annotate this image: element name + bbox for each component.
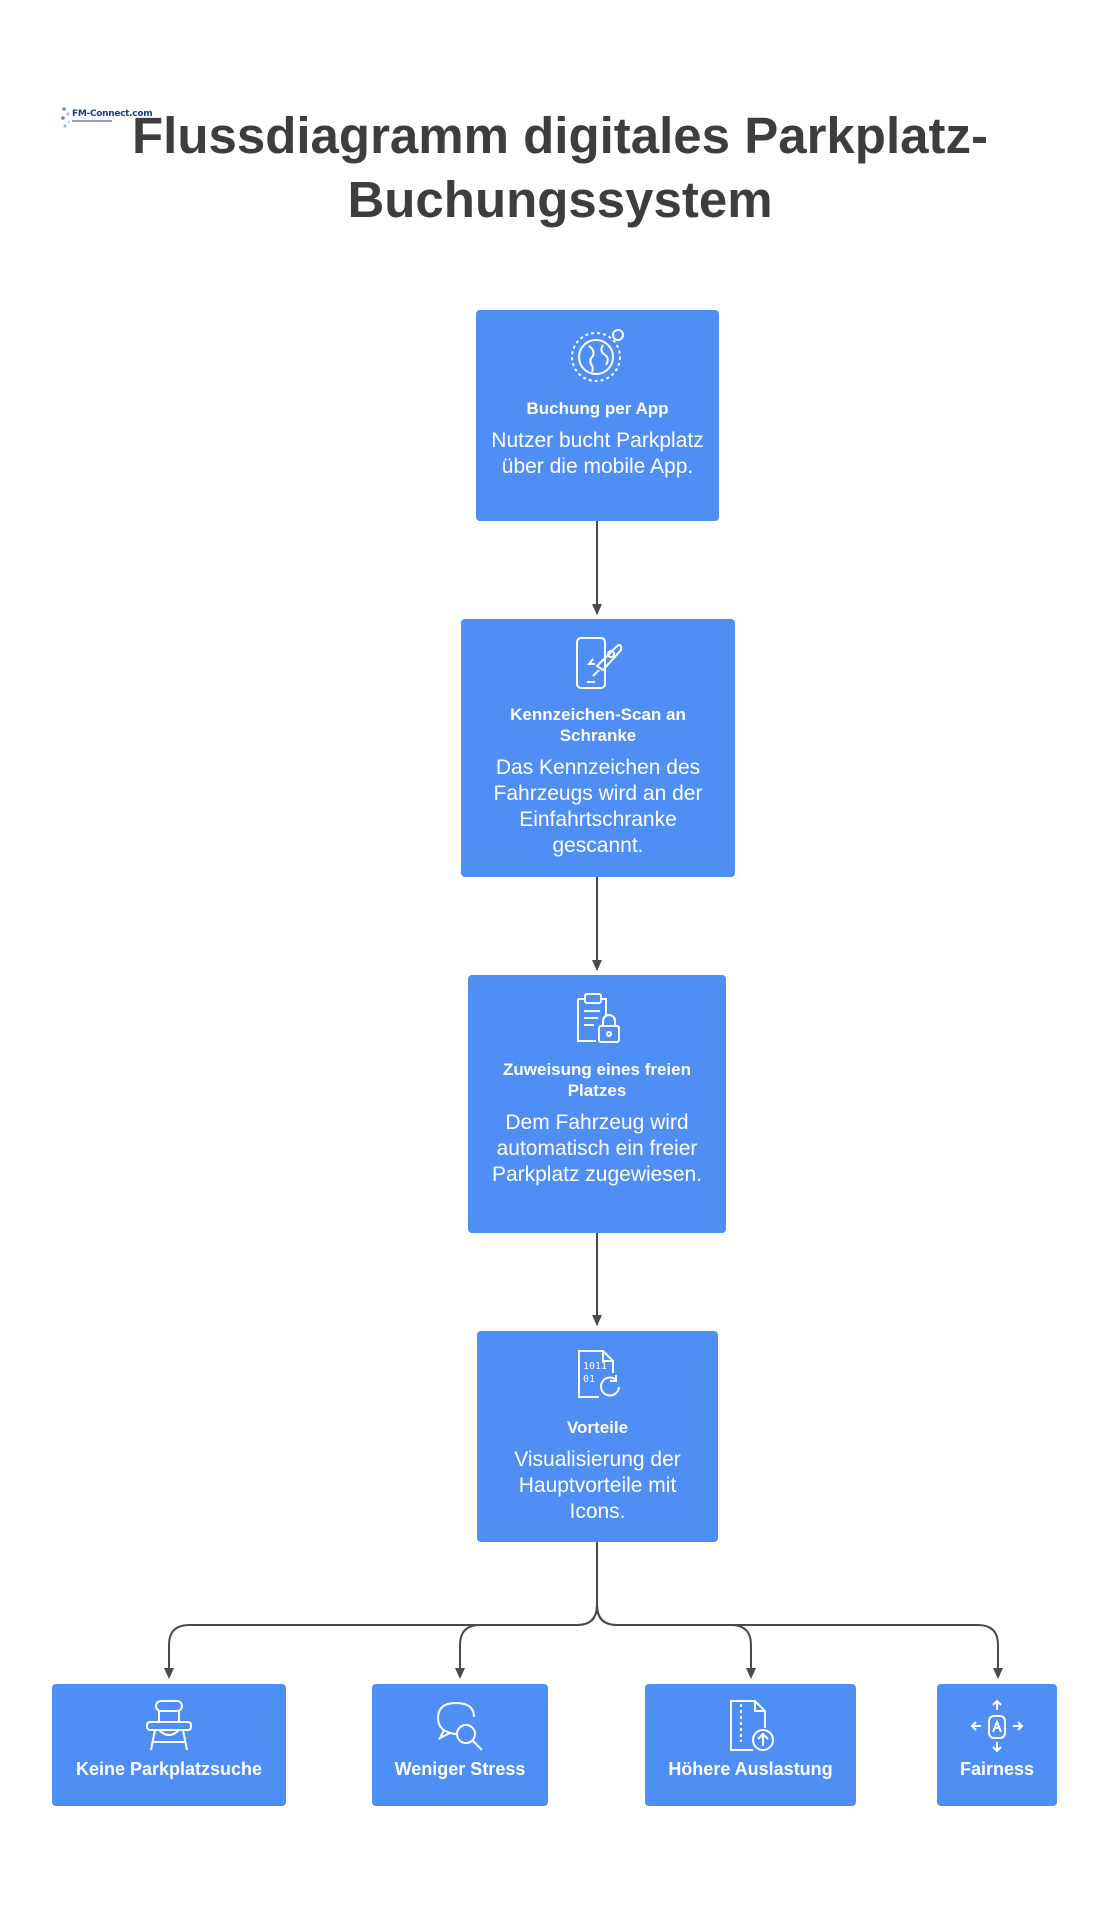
benefit-fairness[interactable]: Fairness	[937, 1684, 1057, 1806]
smartphone-rocket-icon	[576, 637, 623, 689]
move-arrows-icon	[970, 1699, 1024, 1753]
benefit-title: Fairness	[959, 1759, 1035, 1779]
logo-mark-icon	[61, 107, 71, 128]
highchair-icon	[146, 1700, 192, 1751]
step-title: Vorteile	[566, 1418, 629, 1437]
connector-4-benefit-2	[459, 1604, 598, 1670]
step-title: Kennzeichen-Scan an Schranke	[510, 705, 686, 745]
binary-file-refresh-icon: 1011 01	[577, 1350, 620, 1398]
benefit-higher-utilization[interactable]: Höhere Auslastung	[645, 1684, 856, 1806]
connector-4-benefit-1	[168, 1542, 598, 1670]
logo-text: FM-Connect.com	[72, 109, 153, 119]
step-booking-app[interactable]: Buchung per App Nutzer bucht Parkplatz ü…	[476, 310, 719, 521]
step-plate-scan[interactable]: Kennzeichen-Scan an Schranke Das Kennzei…	[461, 619, 735, 877]
step-assign-spot[interactable]: Zuweisung eines freien Platzes Dem Fahrz…	[468, 975, 726, 1233]
benefit-title: Weniger Stress	[394, 1759, 526, 1779]
step-title: Zuweisung eines freien Platzes	[503, 1060, 691, 1100]
step-benefits[interactable]: 1011 01 Vorteile Visualisierung der Haup…	[477, 1331, 718, 1542]
step-description: Visualisierung der Hauptvorteile mit Ico…	[514, 1448, 681, 1523]
page-title-line-1: Flussdiagramm digitales Parkplatz-	[132, 107, 988, 164]
page-title: Flussdiagramm digitales Parkplatz- Buchu…	[100, 104, 1020, 232]
step-title: Buchung per App	[526, 399, 669, 418]
svg-text:1011: 1011	[583, 1361, 607, 1372]
connector-4-benefit-3	[596, 1604, 752, 1670]
logo-tagline-line	[72, 120, 112, 122]
benefit-less-stress[interactable]: Weniger Stress	[372, 1684, 548, 1806]
benefit-no-search[interactable]: Keine Parkplatzsuche	[52, 1684, 286, 1806]
chat-search-icon	[436, 1701, 483, 1751]
step-description: Dem Fahrzeug wird automatisch ein freier…	[491, 1111, 703, 1186]
globe-icon	[570, 329, 624, 382]
clipboard-lock-icon	[577, 993, 620, 1043]
connector-4-benefit-4	[596, 1604, 999, 1670]
step-description: Nutzer bucht Parkplatz über die mobile A…	[491, 429, 704, 478]
file-upload-icon	[729, 1700, 774, 1751]
page-title-line-2: Buchungssystem	[347, 171, 773, 228]
step-description: Das Kennzeichen des Fahrzeugs wird an de…	[493, 756, 703, 857]
company-logo: FM-Connect.com	[60, 103, 153, 131]
benefit-title: Höhere Auslastung	[668, 1759, 833, 1779]
benefit-title: Keine Parkplatzsuche	[75, 1759, 263, 1779]
svg-text:01: 01	[583, 1374, 595, 1385]
